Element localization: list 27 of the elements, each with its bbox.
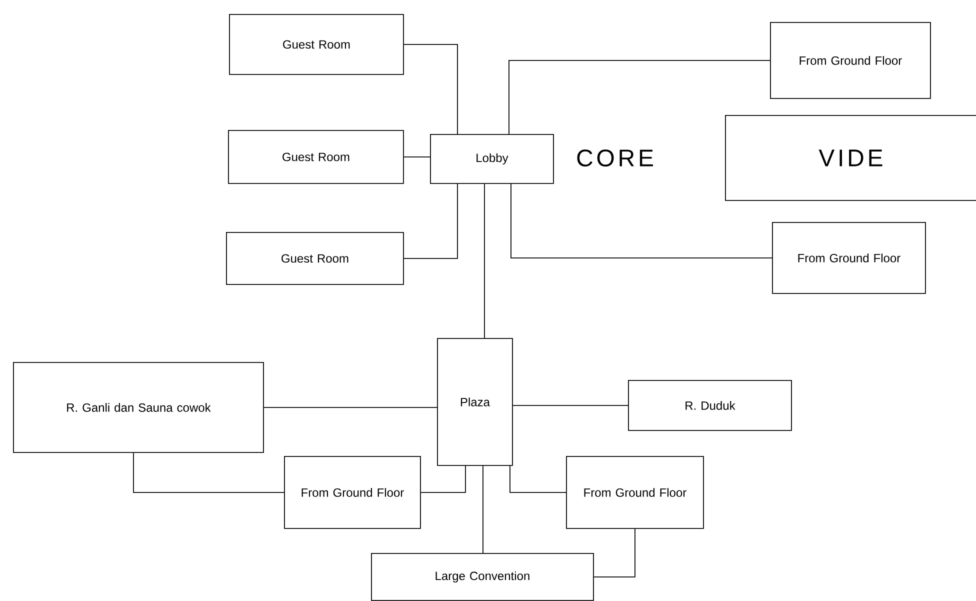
room-box: Large Convention xyxy=(371,553,594,601)
connector-line xyxy=(510,183,772,258)
room-box: Guest Room xyxy=(226,232,404,285)
connector-line xyxy=(593,528,636,578)
connector-line xyxy=(482,465,484,554)
connector-line xyxy=(403,44,458,134)
connector-line xyxy=(510,465,566,493)
connector-line xyxy=(512,405,628,406)
room-box: Guest Room xyxy=(229,14,404,75)
room-box: From Ground Floor xyxy=(772,222,926,294)
area-label: CORE xyxy=(577,150,653,166)
room-box: VIDE xyxy=(725,115,976,201)
room-box: From Ground Floor xyxy=(566,456,704,529)
room-box: Guest Room xyxy=(228,130,404,184)
room-box: R. Ganli dan Sauna cowok xyxy=(13,362,264,453)
room-box: R. Duduk xyxy=(628,380,792,431)
room-box: From Ground Floor xyxy=(770,22,931,99)
room-box: Plaza xyxy=(437,338,513,466)
connector-line xyxy=(508,60,770,134)
connector-line xyxy=(133,452,284,493)
connector-line xyxy=(403,183,458,259)
connector-line xyxy=(484,183,485,338)
room-box: From Ground Floor xyxy=(284,456,421,529)
room-box: Lobby xyxy=(430,134,554,184)
connector-line xyxy=(263,407,438,408)
connector-line xyxy=(403,156,430,158)
connector-line xyxy=(420,465,466,493)
